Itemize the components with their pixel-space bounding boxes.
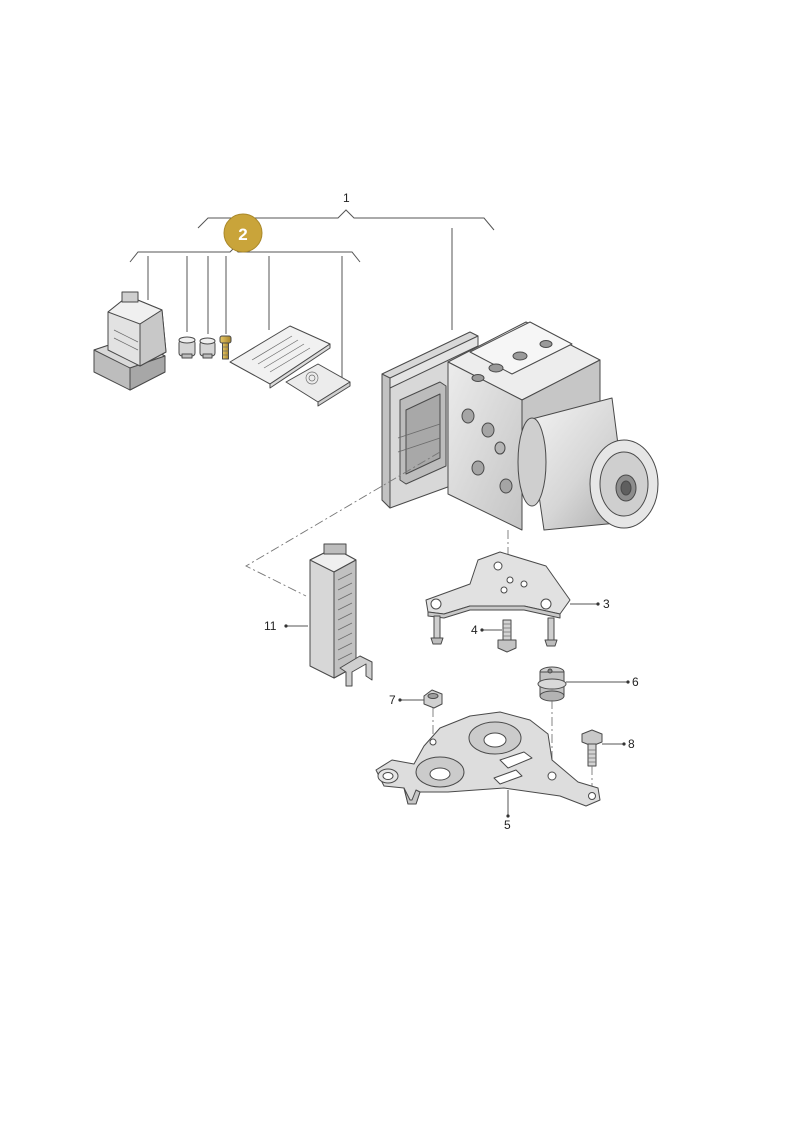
sealing-plug-1 bbox=[178, 336, 196, 359]
wiring-connector bbox=[309, 543, 373, 687]
sealing-plug-2 bbox=[199, 337, 216, 359]
instruction-sheet bbox=[229, 325, 331, 389]
callout-3-label: 3 bbox=[603, 597, 610, 611]
callout-7-label: 7 bbox=[389, 693, 396, 707]
callout-2-badge[interactable]: 2 bbox=[223, 213, 263, 253]
connector-pin-rows bbox=[337, 572, 353, 661]
data-sticker bbox=[285, 363, 351, 407]
callout-2-label: 2 bbox=[238, 225, 247, 244]
control-unit-module bbox=[93, 291, 167, 391]
upper-bracket bbox=[425, 551, 571, 647]
bolt-8 bbox=[581, 729, 603, 767]
lower-bracket bbox=[375, 711, 601, 807]
rubber-mount bbox=[537, 666, 567, 702]
callout-11-label: 11 bbox=[264, 619, 277, 633]
bracket-group-1 bbox=[197, 209, 495, 330]
abs-hydraulic-unit bbox=[381, 321, 659, 531]
callout-1-label: 1 bbox=[343, 191, 350, 205]
connection-line-unit-to-connector bbox=[245, 451, 441, 597]
callout-5-label: 5 bbox=[504, 818, 511, 832]
nut-7 bbox=[423, 689, 443, 709]
callout-4-label: 4 bbox=[471, 623, 478, 637]
callout-6-label: 6 bbox=[632, 675, 639, 689]
bolt-4 bbox=[497, 619, 517, 653]
brass-bolt bbox=[219, 335, 232, 360]
callout-8-label: 8 bbox=[628, 737, 635, 751]
